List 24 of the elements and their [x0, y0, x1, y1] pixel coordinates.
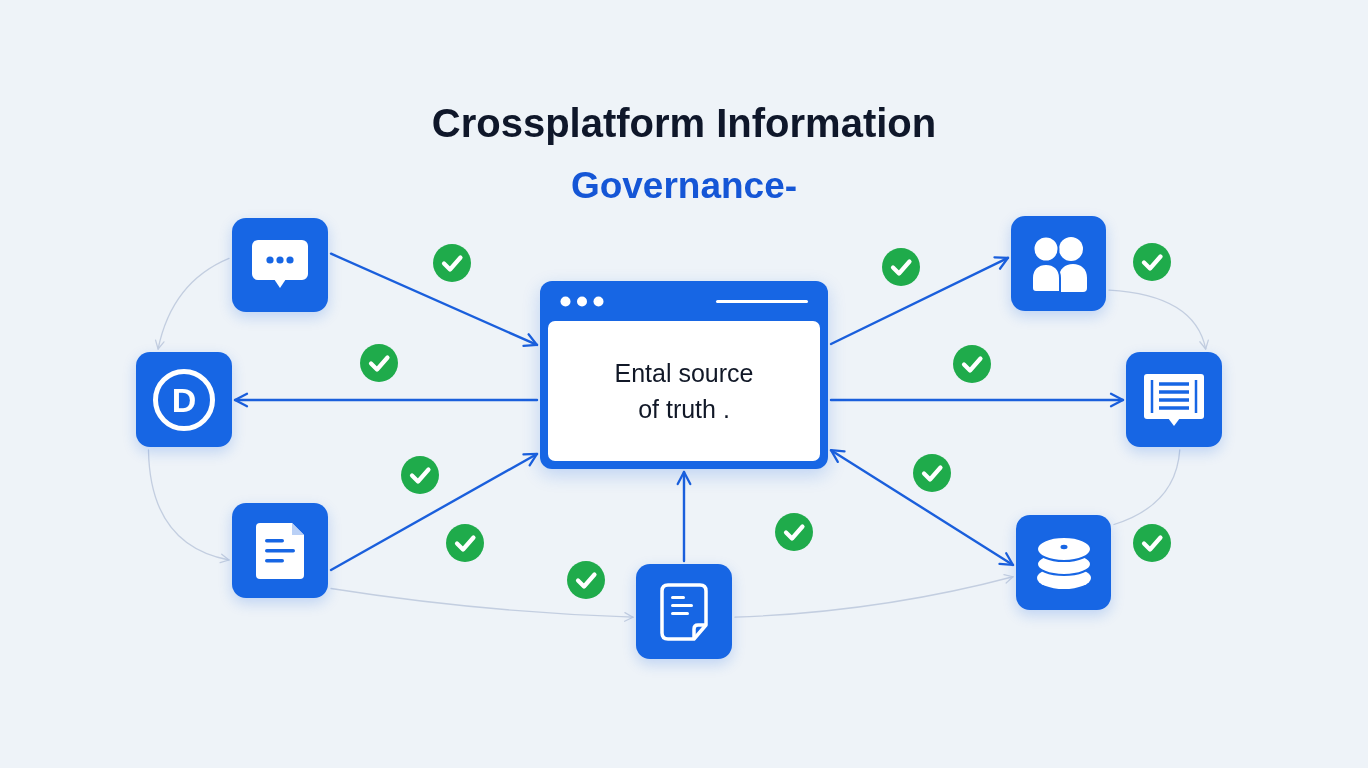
curved-arrow	[147, 449, 230, 563]
arrow	[829, 256, 1010, 346]
app-tile	[1016, 515, 1111, 610]
arrow	[233, 392, 539, 408]
arrow	[676, 470, 692, 563]
app-tile	[232, 218, 328, 312]
app-tile	[1011, 216, 1106, 311]
app-tile	[636, 564, 732, 659]
window-text: Ental source of truth .	[613, 358, 755, 425]
browser-window	[540, 281, 828, 469]
app-tile	[232, 503, 328, 598]
curved-arrow	[155, 257, 230, 350]
curved-arrow	[1108, 289, 1209, 350]
curved-arrow	[330, 587, 634, 622]
diagram-title: Crossplatform Information Governance-	[430, 100, 938, 208]
arrow	[329, 252, 539, 347]
arrow	[329, 452, 539, 572]
app-tile	[1126, 352, 1222, 447]
arrow	[829, 392, 1125, 408]
curved-arrow	[734, 573, 1014, 618]
double-arrow	[829, 449, 1015, 567]
curved-line	[1113, 449, 1181, 526]
app-tile	[136, 352, 232, 447]
circled-letter: D	[153, 368, 215, 431]
